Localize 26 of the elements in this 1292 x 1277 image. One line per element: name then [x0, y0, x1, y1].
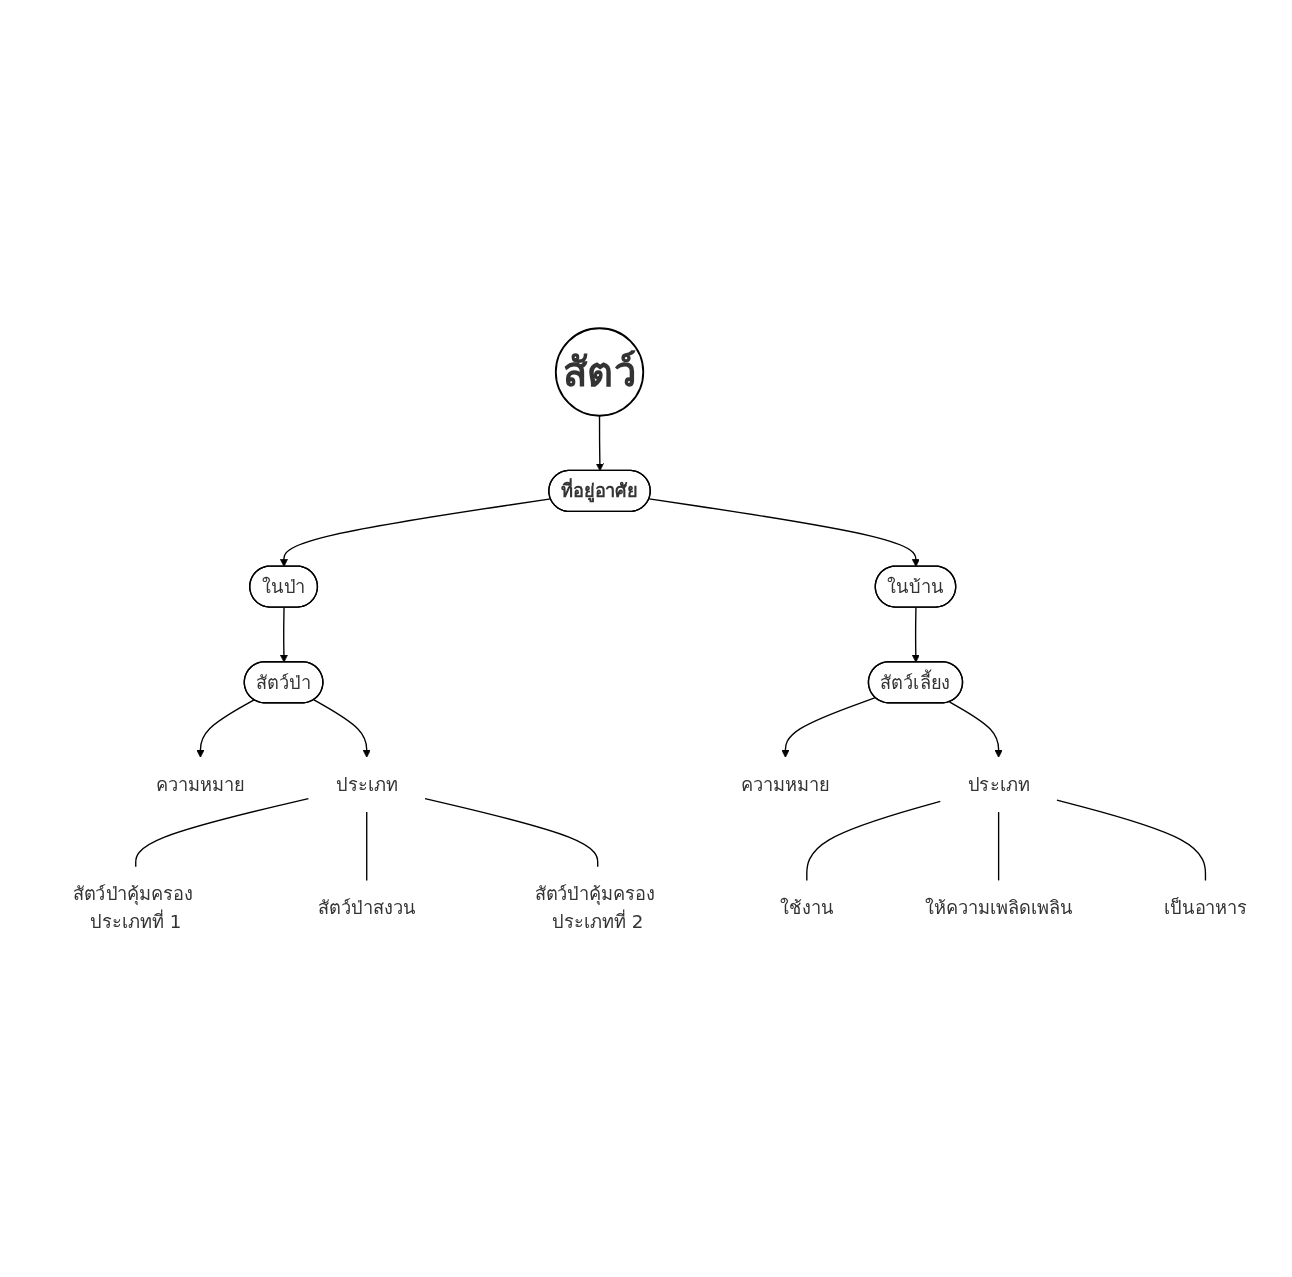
arrow	[279, 498, 552, 567]
connector	[424, 797, 599, 868]
node-text: ประเภท	[967, 773, 1030, 796]
arrow	[781, 696, 877, 758]
node-text: เป็นอาหาร	[1163, 896, 1248, 919]
arrow	[196, 699, 255, 758]
node-circle: สัตว์	[554, 327, 645, 417]
node-text: ประเภท	[335, 773, 398, 796]
arrow	[648, 498, 920, 567]
node-text: ใช้งาน	[779, 896, 834, 919]
node-text: ให้ความเพลิดเพลิน	[924, 896, 1073, 919]
node-text: สัตว์ป่าคุ้มครอง ประเภทที่ 2	[534, 883, 655, 933]
node-text: สัตว์ป่าคุ้มครอง ประเภทที่ 1	[72, 883, 193, 933]
connector	[997, 811, 1000, 882]
connector	[366, 811, 368, 882]
connector	[806, 800, 941, 882]
arrow	[911, 606, 920, 663]
arrow	[313, 699, 371, 758]
node-text: ความหมาย	[156, 773, 245, 796]
connector	[135, 797, 310, 868]
connector	[1056, 799, 1207, 882]
arrow	[279, 606, 288, 663]
node-text: ความหมาย	[741, 773, 830, 796]
arrow	[595, 415, 604, 472]
node-text: สัตว์ป่าสงวน	[317, 896, 416, 919]
arrow	[948, 701, 1003, 758]
